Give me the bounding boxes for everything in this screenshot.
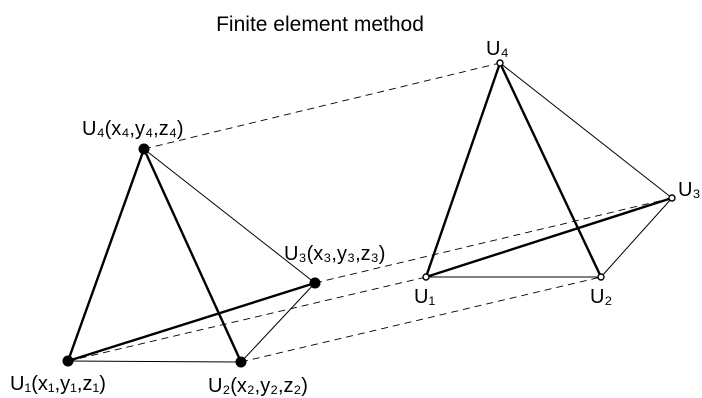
dashed-line-u3 bbox=[314, 197, 673, 284]
left-node-u1 bbox=[62, 355, 74, 367]
right-node-u2 bbox=[597, 273, 605, 281]
right-label-u1: U₁ bbox=[414, 286, 435, 308]
left-edge-u2-u4 bbox=[142, 147, 243, 364]
right-node-u3 bbox=[668, 194, 676, 202]
left-label-u2: U₂(x₂,y₂,z₂) bbox=[208, 375, 308, 397]
correspondence-lines bbox=[67, 62, 673, 363]
dashed-line-u2 bbox=[240, 276, 602, 363]
left-nodes bbox=[62, 143, 321, 368]
left-node-u3 bbox=[309, 277, 321, 289]
right-edge-u3-u4 bbox=[499, 62, 673, 199]
left-edge-u3-u4 bbox=[143, 148, 316, 284]
left-edge-u1-u4 bbox=[66, 147, 146, 363]
dashed-line-u4 bbox=[143, 62, 501, 150]
right-edge-u2-u3 bbox=[600, 197, 673, 278]
diagram-title: Finite element method bbox=[216, 13, 424, 36]
dashed-line-u1 bbox=[67, 276, 427, 362]
left-label-u1: U₁(x₁,y₁,z₁) bbox=[10, 373, 106, 395]
left-node-u2 bbox=[235, 356, 247, 368]
right-node-u4 bbox=[496, 59, 504, 67]
left-edge-u1-u2 bbox=[67, 360, 242, 363]
right-nodes bbox=[422, 59, 676, 281]
right-edge-u1-u4 bbox=[424, 61, 502, 279]
right-edge-u2-u4 bbox=[498, 61, 603, 279]
left-tetrahedron bbox=[66, 147, 317, 364]
right-edge-u1-u3 bbox=[424, 196, 674, 279]
right-node-u1 bbox=[422, 273, 430, 281]
left-edge-u2-u3 bbox=[240, 282, 316, 363]
right-label-u4: U₄ bbox=[486, 38, 509, 60]
right-label-u2: U₂ bbox=[590, 286, 612, 308]
left-node-u4 bbox=[138, 143, 150, 155]
left-label-u4: U₄(x₄,y₄,z₄) bbox=[82, 118, 184, 140]
left-label-u3: U₃(x₃,y₃,z₃) bbox=[284, 243, 385, 265]
right-tetrahedron bbox=[424, 61, 674, 279]
right-label-u3: U₃ bbox=[678, 179, 701, 201]
left-edge-u1-u3 bbox=[66, 281, 317, 363]
